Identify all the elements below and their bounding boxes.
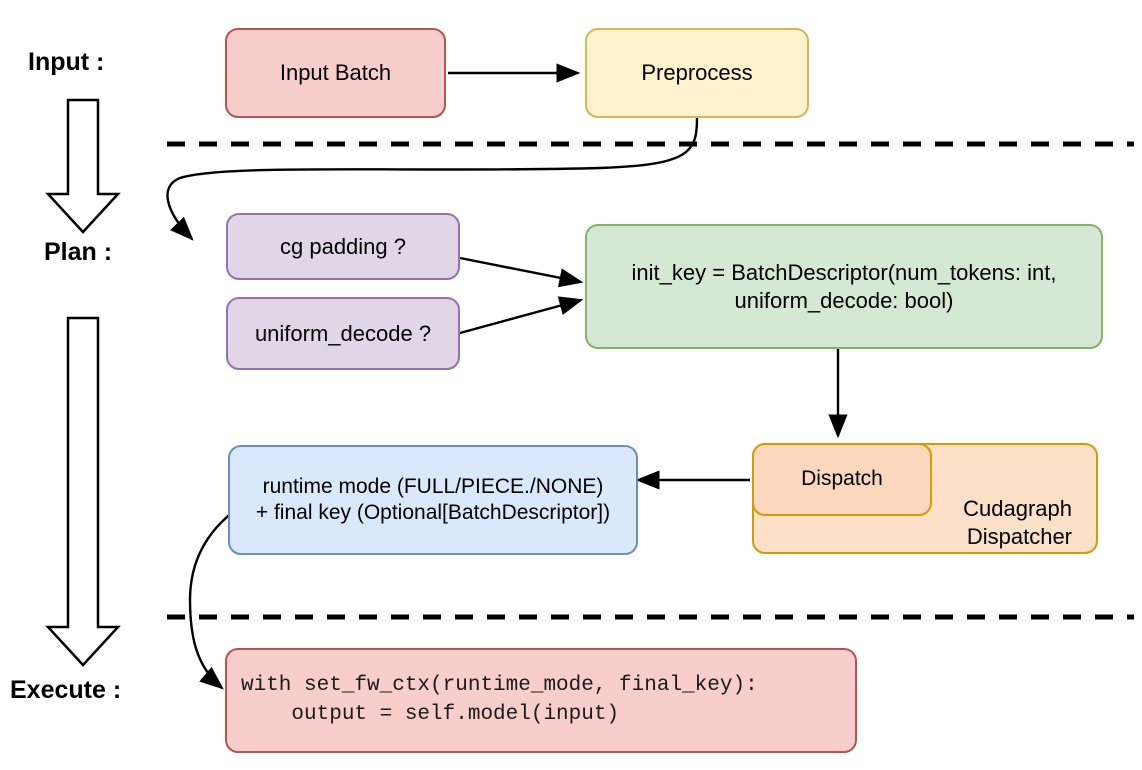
edge-uniformdecode-to-initkey bbox=[459, 296, 584, 335]
node-dispatch-label: Dispatch bbox=[801, 467, 883, 491]
node-init-key-line2: uniform_decode: bool) bbox=[734, 287, 954, 313]
edge-cgpadding-to-initkey bbox=[459, 256, 584, 288]
node-runtime-mode[interactable]: runtime mode (FULL/PIECE./NONE) + final … bbox=[228, 445, 638, 555]
stage-label-plan: Plan : bbox=[44, 238, 113, 266]
node-init-key-line1: init_key = BatchDescriptor(num_tokens: i… bbox=[631, 260, 1057, 285]
stage-label-input: Input : bbox=[28, 48, 105, 76]
node-execute-code-line2: output = self.model(input) bbox=[241, 702, 620, 726]
node-cudagraph-dispatcher-line1: Cudagraph bbox=[963, 496, 1072, 521]
stage-block-arrow-input-to-plan bbox=[45, 98, 121, 234]
node-input-batch[interactable]: Input Batch bbox=[225, 28, 446, 118]
stage-label-execute: Execute : bbox=[10, 676, 122, 704]
node-execute-code[interactable]: with set_fw_ctx(runtime_mode, final_key)… bbox=[225, 648, 857, 753]
node-dispatch[interactable]: Dispatch bbox=[752, 443, 932, 516]
node-cudagraph-dispatcher-line2: Dispatcher bbox=[966, 523, 1072, 549]
node-runtime-mode-line1: runtime mode (FULL/PIECE./NONE) bbox=[262, 474, 604, 498]
node-execute-code-line1: with set_fw_ctx(runtime_mode, final_key)… bbox=[241, 674, 758, 698]
node-input-batch-label: Input Batch bbox=[279, 60, 392, 86]
node-cg-padding-label: cg padding ? bbox=[280, 233, 406, 259]
node-runtime-mode-line2: + final key (Optional[BatchDescriptor]) bbox=[255, 501, 611, 524]
stage-block-arrow-plan-to-execute bbox=[45, 316, 121, 667]
node-uniform-decode-label: uniform_decode ? bbox=[254, 320, 432, 346]
node-cg-padding[interactable]: cg padding ? bbox=[226, 213, 460, 280]
node-preprocess-label: Preprocess bbox=[641, 60, 753, 86]
node-uniform-decode[interactable]: uniform_decode ? bbox=[226, 297, 460, 370]
node-preprocess[interactable]: Preprocess bbox=[585, 28, 809, 118]
node-init-key[interactable]: init_key = BatchDescriptor(num_tokens: i… bbox=[585, 224, 1103, 349]
